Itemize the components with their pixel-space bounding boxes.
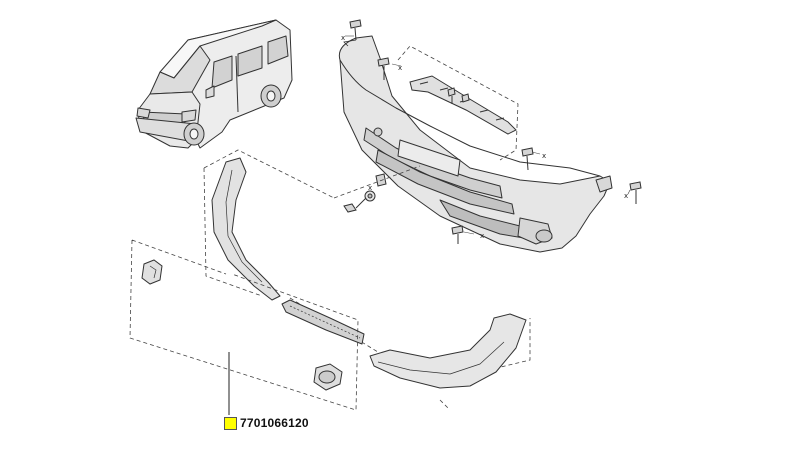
fastener-top-left: [343, 19, 362, 47]
lower-bumper-spoiler: [211, 157, 527, 389]
fasteners: [343, 19, 642, 244]
front-bumper-upper: [338, 35, 613, 253]
small-parts-dashed-box: [129, 239, 359, 411]
van-illustration: [135, 19, 293, 149]
x-mark: x: [368, 184, 372, 192]
fastener-bracket-2: [461, 93, 470, 103]
assembly-dashed-lines: [203, 149, 531, 409]
highlight-swatch: [224, 416, 237, 430]
x-mark: x: [398, 64, 402, 72]
fastener-top-middle: [377, 57, 390, 80]
fastener-x-marks: x x x x x x: [341, 34, 628, 240]
fastener-bracket-1: [447, 87, 456, 104]
x-mark: x: [624, 192, 628, 200]
x-mark: x: [341, 34, 345, 42]
fastener-left-screw: [343, 173, 387, 213]
upper-mounting-bracket: [409, 75, 517, 135]
part-number-callout: 7701066120: [224, 415, 309, 431]
part-number: 7701066120: [240, 416, 309, 430]
fastener-x-leaders: [345, 35, 631, 235]
x-mark: x: [480, 232, 484, 240]
x-mark: x: [542, 152, 546, 160]
bracket-dashed-outline: [397, 45, 519, 161]
bracket-clip-part: [141, 259, 163, 285]
fastener-right-end: [629, 181, 642, 204]
fog-lamp-cover-part: [313, 363, 343, 391]
fastener-right-top: [521, 147, 534, 171]
fastener-bottom: [451, 225, 464, 244]
